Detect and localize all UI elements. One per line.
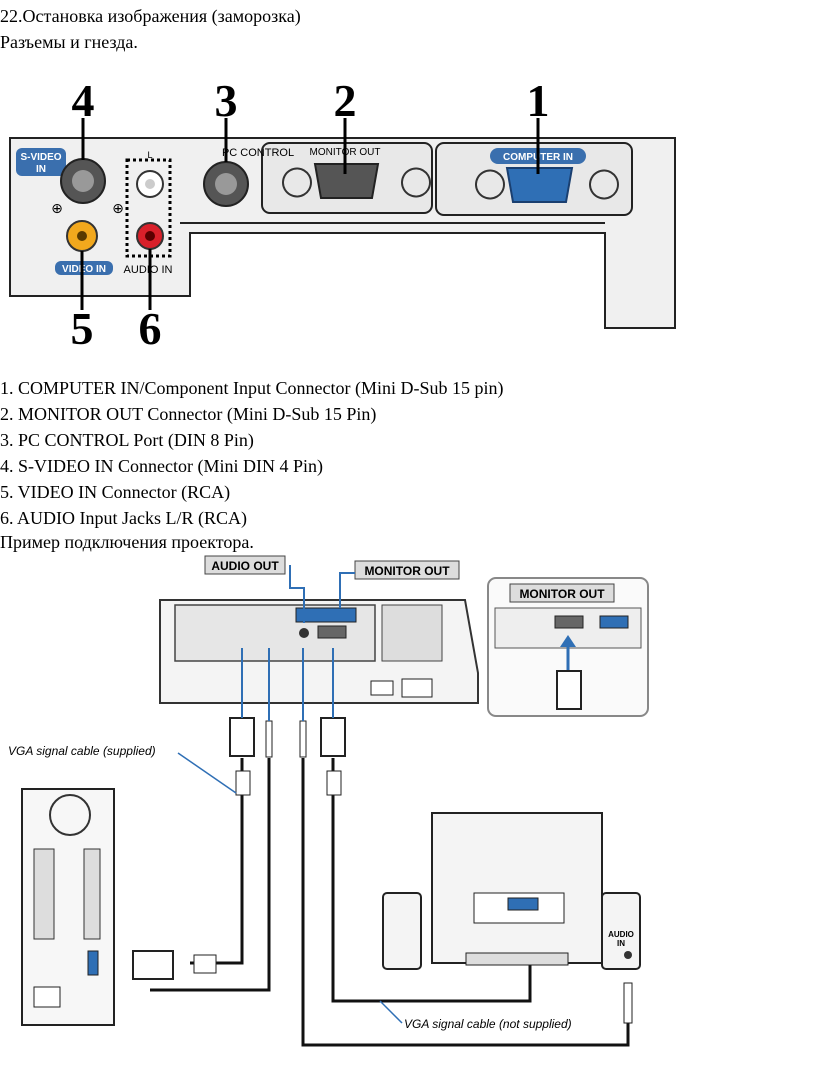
svideo-label-badge [16, 148, 66, 176]
audio-cable-to-pc [150, 758, 271, 992]
computer-in-port [505, 167, 574, 203]
svideo-port-core [72, 170, 94, 192]
projector-monitor-out-port [295, 607, 357, 623]
audio-out-callout: AUDIO OUT [211, 559, 279, 573]
vga-supplied-label: VGA signal cable (supplied) [8, 744, 156, 758]
monitor-out-right-screw [401, 167, 431, 198]
callout-5: 5 [71, 303, 94, 350]
callout-3: 3 [215, 78, 238, 126]
projector-power-inlet [401, 678, 433, 698]
callout-6: 6 [139, 303, 162, 350]
video-in-port-core [77, 231, 87, 241]
monitor-vga-port [507, 897, 539, 911]
projector-audio-out-jack [299, 628, 309, 638]
audio-in-label: AUDIO IN [124, 264, 173, 276]
monitor-stand [465, 952, 569, 966]
vga-plug-not-supplied [320, 717, 346, 757]
audio-out-callout-box [204, 555, 286, 575]
screw-left-icon: ⊕ [51, 200, 63, 216]
not-supplied-ferrite [326, 770, 342, 796]
list-item: 1. COMPUTER IN/Component Input Connector… [0, 378, 504, 398]
computer-in-right-screw [589, 169, 619, 200]
list-item: 3. PC CONTROL Port (DIN 8 Pin) [0, 430, 254, 450]
computer-in-left-screw [475, 169, 505, 200]
inset-vga-plug [556, 670, 582, 710]
projector-power-switch [370, 680, 394, 696]
audio-out-pointer [289, 565, 305, 623]
video-in-label-badge [55, 261, 113, 275]
audio-right-port-core [145, 231, 155, 241]
callout-4: 4 [72, 78, 95, 126]
callout-1: 1 [527, 78, 550, 126]
audio-plug-left [265, 720, 273, 758]
vga-not-supplied-pointer [379, 1000, 403, 1024]
audio-plug-right [299, 720, 307, 758]
inset-computer-port [599, 615, 629, 629]
vga-not-supplied-label: VGA signal cable (not supplied) [404, 1017, 572, 1031]
svideo-label: S-VIDEO [20, 152, 61, 163]
projector-computer-in-port [317, 625, 347, 639]
example-heading: Пример подключения проектора. [0, 532, 254, 552]
inset-monitor-out-label: MONITOR OUT [519, 587, 605, 601]
list-item: 2. MONITOR OUT Connector (Mini D-Sub 15 … [0, 404, 377, 424]
pc-slot-1 [33, 848, 55, 940]
vga-supplied-pointer [177, 752, 237, 794]
connection-diagram: AUDIO OUT MONITOR OUT MONITOR OUT VGA si… [8, 555, 649, 1047]
pc-control-label: PC CONTROL [222, 147, 294, 159]
inset-arrow-head [560, 635, 576, 647]
monitor-out-left-screw [282, 167, 312, 198]
speaker-audio-label: AUDIO [608, 930, 634, 939]
speaker-in-label: IN [617, 939, 625, 948]
monitor-out-callout: MONITOR OUT [364, 564, 450, 578]
pc-slot-2 [83, 848, 101, 940]
monitor-out-pointer [339, 572, 355, 608]
audio-left-port-core [145, 179, 155, 189]
audio-in-frame [125, 158, 172, 258]
pc-ferrite [193, 954, 217, 974]
speaker-audio-jack [624, 951, 632, 959]
connector-panel-figure: S-VIDEO IN ⊕ ⊕ VIDEO IN L AUDIO IN PC CO… [9, 78, 676, 350]
pc-fan [49, 794, 91, 836]
speaker-left [382, 892, 422, 970]
vga-plug-supplied [229, 717, 255, 757]
list-item: 4. S-VIDEO IN Connector (Mini DIN 4 Pin) [0, 456, 323, 476]
speaker-audio-plug [623, 982, 633, 1024]
not-supplied-cable [331, 758, 532, 1003]
video-in-label: VIDEO IN [62, 264, 106, 275]
supplied-ferrite [235, 770, 251, 796]
speaker-right [601, 892, 641, 970]
pc-vga-plug [132, 950, 174, 980]
list-item: 6. AUDIO Input Jacks L/R (RCA) [0, 508, 247, 528]
projector-vent [381, 604, 443, 662]
page-subtitle: Разъемы и гнезда. [0, 32, 138, 52]
callout-2: 2 [334, 78, 357, 126]
inset-monitor-port [554, 615, 584, 629]
audio-cable-to-speaker [301, 758, 630, 1047]
monitor-out-port [313, 163, 380, 199]
svideo-in-label: IN [36, 164, 46, 175]
screw-right-icon: ⊕ [112, 200, 124, 216]
page-title: 22.Остановка изображения (заморозка) [0, 6, 301, 26]
monitor [431, 812, 603, 964]
pc-control-port-core [215, 173, 237, 195]
list-item: 5. VIDEO IN Connector (RCA) [0, 482, 231, 502]
pc-vga-port [87, 950, 99, 976]
supplied-cable [190, 758, 244, 965]
pc-power-inlet [33, 986, 61, 1008]
inset-label-box [509, 583, 615, 603]
audio-l-label: L [147, 150, 152, 160]
monitor-out-callout-box [354, 560, 460, 580]
